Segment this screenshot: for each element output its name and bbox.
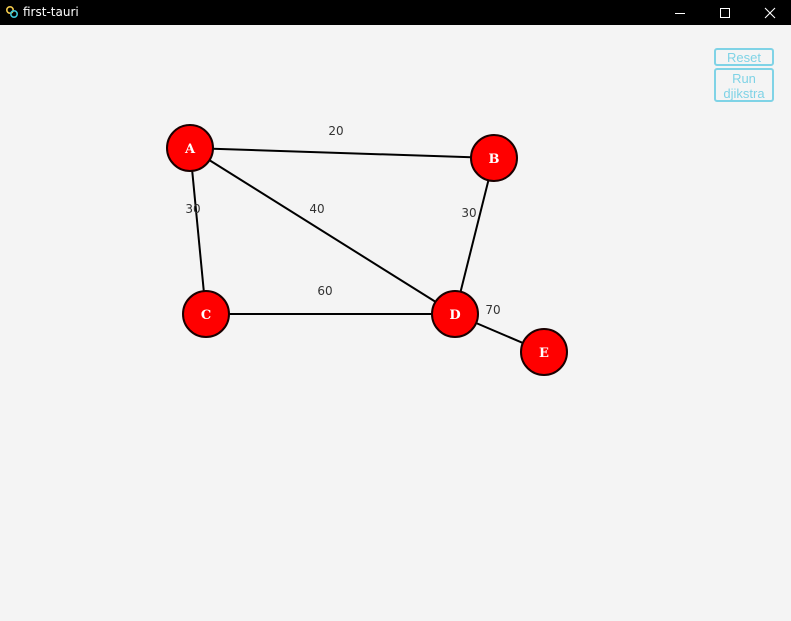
- graph-canvas-area[interactable]: 20 30 40 30 60 70 A B C D E Reset Run djikstra: [0, 25, 791, 621]
- edge-weight-a-b: 20: [328, 124, 343, 138]
- minimize-button[interactable]: [657, 0, 703, 25]
- graph-node-e[interactable]: E: [520, 328, 568, 376]
- close-icon: [764, 7, 776, 18]
- edge-b-d: [454, 157, 495, 315]
- edge-weight-a-d: 40: [309, 202, 324, 216]
- graph-node-b[interactable]: B: [470, 134, 518, 182]
- node-circle[interactable]: [166, 124, 214, 172]
- edge-weight-d-e: 70: [485, 303, 500, 317]
- edge-a-c: [189, 147, 207, 315]
- maximize-button[interactable]: [702, 0, 748, 25]
- node-circle[interactable]: [431, 290, 479, 338]
- edge-a-d: [189, 147, 456, 315]
- graph-node-a[interactable]: A: [166, 124, 214, 172]
- node-label: B: [489, 152, 500, 167]
- node-circle[interactable]: [520, 328, 568, 376]
- node-label: D: [449, 308, 460, 323]
- close-button[interactable]: [747, 0, 791, 25]
- edge-weight-b-d: 30: [461, 206, 476, 220]
- graph-canvas[interactable]: 20 30 40 30 60 70 A B C D E: [0, 25, 791, 621]
- window-title: first-tauri: [23, 5, 79, 19]
- graph-node-d[interactable]: D: [431, 290, 479, 338]
- window-titlebar[interactable]: first-tauri: [0, 0, 791, 25]
- nodes-layer: A B C D E: [166, 124, 568, 376]
- run-dijkstra-button[interactable]: Run djikstra: [714, 68, 774, 102]
- minimize-icon: [675, 12, 685, 14]
- node-circle[interactable]: [182, 290, 230, 338]
- reset-button[interactable]: Reset: [714, 48, 774, 66]
- node-label: A: [184, 142, 196, 157]
- edge-weights-layer: 20 30 40 30 60 70: [185, 124, 500, 317]
- maximize-icon: [720, 7, 730, 18]
- edge-weight-c-d: 60: [317, 284, 332, 298]
- edge-weight-a-c: 30: [185, 202, 200, 216]
- tauri-logo-icon: [5, 5, 19, 19]
- node-label: E: [539, 346, 549, 361]
- node-circle[interactable]: [470, 134, 518, 182]
- graph-node-c[interactable]: C: [182, 290, 230, 338]
- node-label: C: [201, 308, 211, 323]
- edge-a-b: [189, 147, 495, 159]
